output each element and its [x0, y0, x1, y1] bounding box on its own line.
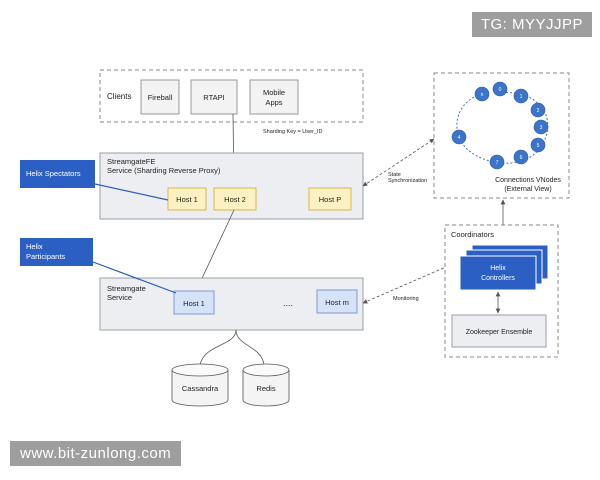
- vnodes-title: Connections VNodes: [495, 177, 561, 184]
- fe-host-2-box: [213, 187, 257, 211]
- zookeeper-label: Zookeeper Ensemble: [466, 329, 533, 336]
- vnode-label: 6: [520, 155, 523, 161]
- helix-spectators-group: Helix Spectators: [20, 160, 169, 201]
- watermark-bottom-left: www.bit-zunlong.com: [10, 441, 182, 466]
- vnode-marker: [492, 81, 508, 97]
- vnode-marker: [530, 102, 546, 118]
- helix-participants-box: [20, 238, 93, 266]
- vnode-label: 2: [537, 108, 540, 114]
- helix-participants-label-2: Participants: [26, 252, 65, 261]
- sharding-key-label: Sharding Key = User_ID: [263, 129, 322, 135]
- redis-body: [242, 370, 290, 407]
- helix-participants-pointer: [92, 261, 177, 294]
- fe-host-p-label: Host P: [319, 195, 342, 204]
- fe-host-2-label: Host 2: [224, 195, 246, 204]
- arrow-fe-to-streamgate: [196, 209, 235, 290]
- client-fireball-label: Fireball: [148, 93, 173, 102]
- streamgate-fe-group: StreamgateFE Service (Sharding Reverse P…: [99, 152, 364, 220]
- cassandra-top: [171, 363, 229, 377]
- cassandra-body: [171, 370, 229, 407]
- clients-title: Clients: [107, 92, 131, 101]
- zookeeper-box: [451, 314, 547, 348]
- fe-host-1-label: Host 1: [176, 195, 198, 204]
- vnode-label: 4: [458, 135, 461, 141]
- vnode-label: 5: [537, 143, 540, 149]
- coordinators-group: Coordinators Helix Controllers Zookeeper…: [444, 224, 559, 358]
- vnode-marker: [474, 86, 490, 102]
- streamgate-fe-title: StreamgateFE: [107, 157, 155, 166]
- vnode-label: 1: [520, 94, 523, 100]
- sg-host-1-label: Host 1: [183, 299, 205, 308]
- helix-spectators-label: Helix Spectators: [26, 169, 81, 178]
- fe-host-p-box: [308, 187, 352, 211]
- vnode-marker: [530, 137, 546, 153]
- state-sync-label-1: State: [388, 172, 401, 178]
- coordinators-title: Coordinators: [451, 230, 494, 239]
- helix-participants-group: Helix Participants: [20, 238, 177, 294]
- redis-label: Redis: [256, 384, 275, 393]
- redis-db: Redis: [242, 363, 290, 407]
- monitoring-arrow: [362, 262, 456, 304]
- redis-top: [242, 363, 290, 377]
- monitoring-label: Monitoring: [393, 296, 419, 302]
- sg-host-m-label: Host m: [325, 298, 349, 307]
- streamgate-group: Streamgate Service Host 1 .... Host m: [99, 277, 364, 331]
- client-mobile-label: Mobile: [263, 88, 285, 97]
- helix-controllers-label-1: Helix: [490, 265, 506, 272]
- vnode-marker: [513, 149, 529, 165]
- state-sync-arrow: [362, 138, 435, 187]
- sg-ellipsis: ....: [283, 298, 293, 308]
- client-fireball-box: [140, 79, 180, 115]
- connector-to-cassandra: [199, 329, 237, 366]
- sg-host-1-box: [173, 290, 215, 315]
- vnode-label: 0: [499, 87, 502, 93]
- client-mobile-apps-box: [249, 79, 299, 115]
- vnodes-subtitle: (External View): [504, 186, 551, 193]
- sg-host-m-box: [316, 289, 358, 314]
- client-apps-label: Apps: [265, 98, 282, 107]
- db-connectors: [199, 329, 265, 366]
- vnode-markers: n 0 1 2 3 5 6 7 4: [451, 81, 549, 170]
- fe-host-1-box: [167, 187, 207, 211]
- vnode-marker: [451, 129, 467, 145]
- streamgate-fe-subtitle: Service (Sharding Reverse Proxy): [107, 166, 221, 175]
- helix-controllers-label-2: Controllers: [481, 275, 515, 282]
- streamgate-title: Streamgate: [107, 284, 146, 293]
- streamgate-subtitle: Service: [107, 293, 132, 302]
- controller-stack-front: [459, 255, 537, 291]
- client-rtapi-box: [190, 79, 238, 115]
- vnode-label: n: [481, 92, 484, 98]
- vnode-label: 7: [496, 160, 499, 166]
- vnode-label: 3: [540, 125, 543, 131]
- helix-spectators-box: [20, 160, 95, 188]
- clients-group: Clients Fireball RTAPI Mobile Apps: [99, 69, 364, 123]
- connector-to-redis: [235, 329, 265, 366]
- vnode-marker: [533, 119, 549, 135]
- cassandra-label: Cassandra: [182, 384, 219, 393]
- client-rtapi-label: RTAPI: [203, 93, 224, 102]
- state-sync-label-2: Synchronization: [388, 178, 427, 184]
- helix-spectators-pointer: [94, 183, 169, 201]
- cassandra-db: Cassandra: [171, 363, 229, 407]
- vnode-marker: [513, 88, 529, 104]
- helix-participants-label-1: Helix: [26, 242, 43, 251]
- vnodes-group: n 0 1 2 3 5 6 7 4 Connections VNodes (External V…: [433, 72, 570, 199]
- vnode-marker: [489, 154, 505, 170]
- watermark-top-right: TG: MYYJJPP: [471, 12, 592, 37]
